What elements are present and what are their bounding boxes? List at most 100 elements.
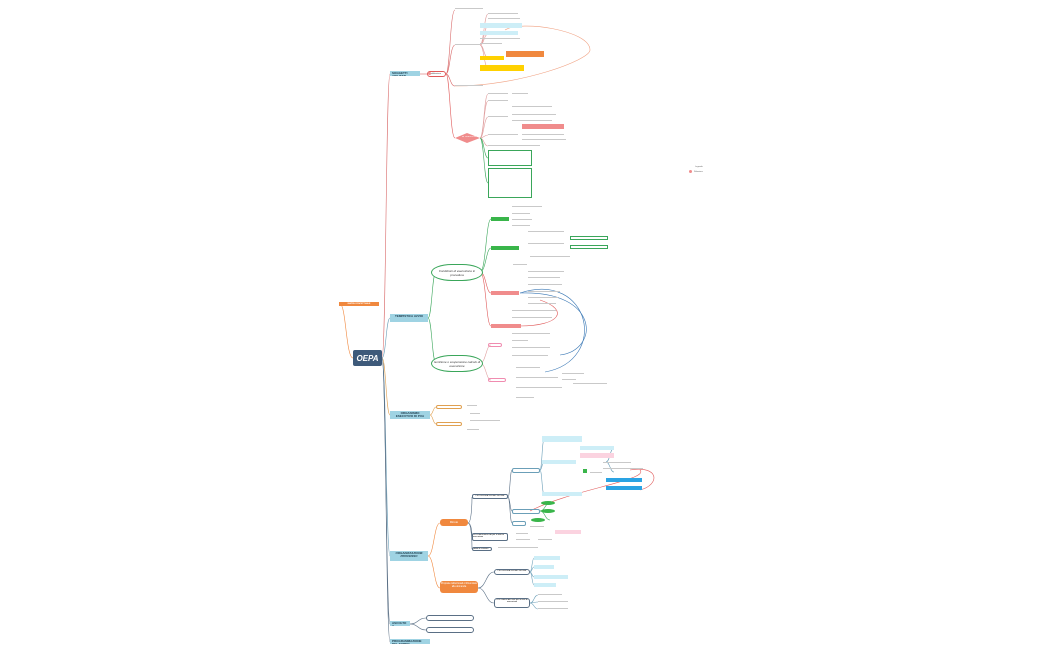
leaf (528, 276, 560, 278)
red-chip[interactable] (491, 324, 521, 328)
green-chip[interactable] (491, 217, 509, 221)
green-text-box (488, 150, 532, 166)
leaf (470, 419, 500, 421)
pink-note (580, 453, 614, 458)
documenti-chip-2[interactable]: DOCUMENTAZIONE per la fase di esecuzione (494, 598, 530, 608)
leaf (467, 404, 477, 406)
chip-dot-icon (428, 72, 431, 75)
leaf (512, 316, 552, 318)
green-oval[interactable] (541, 509, 555, 513)
legend-item: Relazione (689, 170, 703, 173)
branch-soggetti[interactable]: SOGGETTI ABILITATI (390, 71, 420, 76)
leaf (516, 366, 540, 368)
leaf (455, 43, 480, 45)
leaf (528, 296, 558, 298)
proposte-node[interactable]: Proposte istituzionali o Rinunciare alla… (440, 581, 478, 593)
leaf (562, 372, 584, 374)
leaf (480, 42, 502, 44)
leaf-icon (583, 469, 587, 473)
condizioni-node[interactable]: Condizioni di esecuzione in procedura (431, 264, 483, 281)
rinvio-node[interactable]: Rinvio (440, 519, 468, 526)
leaf (528, 290, 560, 292)
branch-programmazione[interactable]: PROGRAMMAZIONE DEL FORNO (390, 639, 430, 644)
organismo-chip[interactable] (436, 405, 462, 409)
leaf (467, 428, 479, 430)
leaf (512, 218, 532, 220)
documenti-chip[interactable]: DOCUMENTAZIONE per la fase di esecuzione (472, 533, 508, 541)
leaf (480, 37, 520, 39)
procedura-chip[interactable]: PROCEDURA DI ESECUZIONE (472, 494, 508, 499)
leaf (538, 538, 552, 540)
red-chip[interactable] (491, 291, 519, 295)
leaf (512, 92, 528, 94)
legend: Legenda Relazione (689, 166, 703, 173)
leaf (516, 532, 528, 534)
green-oval[interactable] (531, 518, 545, 522)
sub-chip[interactable] (512, 509, 540, 514)
pink-chip[interactable] (488, 378, 506, 382)
leaf (516, 396, 534, 398)
branch-ascolto[interactable]: ASCOLTO A SEGUIRE (390, 621, 410, 626)
leaf (488, 92, 508, 94)
leaf (512, 354, 548, 356)
branch-organismo[interactable]: ORGANISMO ESECUTIVO DI PUA (390, 411, 430, 419)
sub-chip[interactable] (512, 468, 540, 473)
orange-note (506, 51, 544, 57)
leaf (513, 263, 527, 265)
soggetti-chip[interactable]: abilitazione (427, 71, 446, 77)
leaf (512, 205, 542, 207)
leaf (488, 115, 508, 117)
procedura-chip-2[interactable]: PROCEDURA DI ESECUZIONE (494, 569, 530, 575)
cyan-note (542, 436, 582, 442)
green-oval[interactable] (541, 501, 555, 505)
leaf (538, 607, 568, 609)
root-node[interactable]: OEPA (353, 350, 382, 366)
ascolto-chip[interactable] (426, 615, 474, 621)
iscrizione-node[interactable]: Iscrizione o sospensione calcolo di esec… (431, 355, 483, 372)
red-note (522, 124, 564, 129)
yellow-note (480, 65, 524, 71)
sub-chip[interactable] (512, 521, 526, 526)
leaf (530, 525, 544, 527)
yellow-note (480, 56, 504, 60)
leaf (573, 382, 607, 384)
leaf (512, 105, 552, 107)
cyan-note (480, 31, 518, 35)
cyan-note (542, 492, 582, 496)
leaf (603, 467, 643, 469)
cyan-note (534, 583, 556, 587)
cyan-note (542, 460, 576, 464)
leaf (512, 119, 552, 121)
pink-chip[interactable] (488, 343, 502, 347)
leaf (538, 593, 562, 595)
cyan-note (580, 446, 614, 450)
leaf (512, 113, 556, 115)
legend-dot-icon (689, 170, 692, 173)
leaf (528, 270, 564, 272)
leaf (516, 376, 558, 378)
leaf (488, 17, 520, 19)
leaf (603, 461, 631, 463)
leaf (522, 138, 566, 140)
fase-chip[interactable]: FASE di chiusura (472, 547, 492, 551)
organismo-chip[interactable] (436, 422, 462, 426)
leaf (528, 283, 562, 285)
leaf (522, 133, 564, 135)
pink-note (555, 530, 581, 534)
green-chip[interactable] (491, 246, 519, 250)
leaf (470, 412, 480, 414)
leaf (512, 339, 528, 341)
branch-tempistica[interactable]: TEMPISTICA AVVIO (390, 314, 428, 322)
leaf (528, 302, 556, 304)
green-text-box (488, 168, 532, 198)
diamond-label: ATTRIBUZIONI (462, 136, 476, 138)
branch-organizzazione[interactable]: ORGANIZZAZIONE PROCESSO (390, 551, 428, 561)
iscrizione-label: Iscrizione o sospensione calcolo di esec… (433, 359, 481, 368)
leaf (512, 346, 550, 348)
ascolto-chip[interactable] (426, 627, 474, 633)
leaf (455, 7, 483, 9)
leaf (562, 378, 576, 380)
leaf (530, 255, 570, 257)
